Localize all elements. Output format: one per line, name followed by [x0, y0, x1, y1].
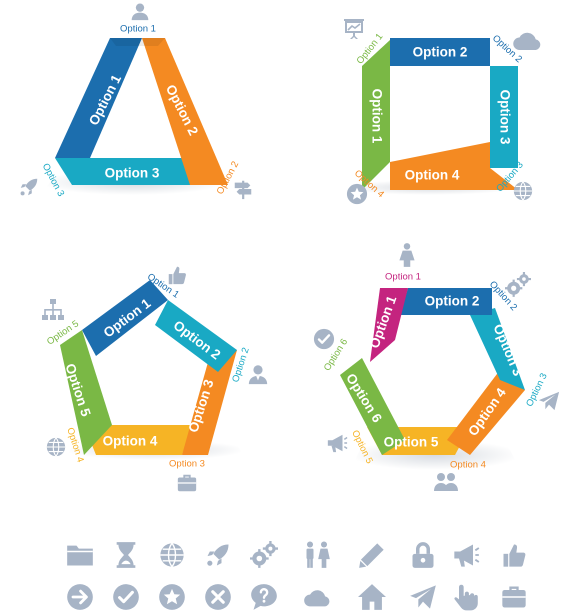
option-band — [400, 288, 492, 315]
lock-icon — [412, 542, 434, 568]
option-tag: Option 1 — [120, 24, 156, 35]
option-band — [362, 40, 390, 190]
option-band — [470, 308, 525, 390]
option-tag: Option 4 — [450, 460, 486, 471]
option-band — [447, 370, 525, 455]
option-tag: Option 3 — [169, 459, 205, 470]
megaphone-icon — [327, 434, 348, 453]
star-icon — [346, 183, 368, 205]
option-band — [110, 38, 165, 46]
presentation-icon — [343, 18, 365, 40]
signpost-icon — [234, 180, 252, 200]
option-band — [82, 280, 168, 356]
option-band — [490, 66, 518, 168]
thumbs-up-icon — [168, 266, 186, 285]
band-label: Option 3 — [498, 90, 513, 145]
woman-icon — [399, 243, 415, 267]
option-band — [60, 330, 112, 455]
band-label: Option 3 — [105, 166, 160, 181]
option-band — [55, 38, 142, 158]
globe-icon — [46, 437, 66, 457]
option-band — [370, 288, 408, 362]
option-band — [84, 425, 192, 455]
briefcase-icon — [177, 474, 197, 492]
hand-pointer-icon — [454, 584, 478, 611]
home-icon — [358, 584, 386, 610]
band-label: Option 1 — [370, 89, 385, 144]
user-icon — [248, 365, 268, 385]
rocket-icon — [20, 178, 38, 196]
option-band — [390, 142, 518, 190]
band-label: Option 2 — [413, 45, 468, 60]
org-chart-icon — [42, 299, 64, 320]
option-band — [155, 300, 237, 372]
globe-icon — [159, 542, 185, 568]
pencil-icon — [359, 543, 384, 568]
option-band — [340, 358, 405, 455]
option-tag: Option 1 — [385, 272, 421, 283]
checkmark-icon — [313, 328, 335, 350]
cloud-icon — [513, 32, 541, 50]
paper-plane-icon — [410, 585, 436, 609]
gears-icon — [250, 541, 278, 568]
icon-palette — [66, 541, 527, 611]
option-band — [390, 38, 490, 66]
arrow-right-icon — [66, 583, 94, 611]
globe-icon — [513, 181, 533, 201]
thumbs-up-icon — [503, 544, 526, 567]
band-label: Option 4 — [103, 434, 158, 449]
cloud-icon — [304, 590, 330, 607]
person-icon — [131, 3, 149, 21]
chat-question-icon — [250, 583, 278, 611]
group-icon — [434, 473, 458, 491]
folder-icon — [66, 544, 94, 567]
star-icon — [159, 584, 185, 610]
checkmark-icon — [112, 583, 140, 611]
paper-plane-icon — [538, 391, 560, 411]
couple-icon — [306, 541, 330, 568]
megaphone-icon — [453, 543, 480, 568]
hourglass-icon — [116, 542, 136, 568]
band-label: Option 5 — [384, 435, 439, 450]
band-label: Option 4 — [405, 168, 460, 183]
band-label: Option 2 — [425, 294, 480, 309]
close-icon — [204, 583, 232, 611]
option-band — [142, 38, 228, 185]
rocket-icon — [207, 544, 229, 566]
option-band — [182, 350, 237, 455]
briefcase-icon — [501, 585, 527, 609]
